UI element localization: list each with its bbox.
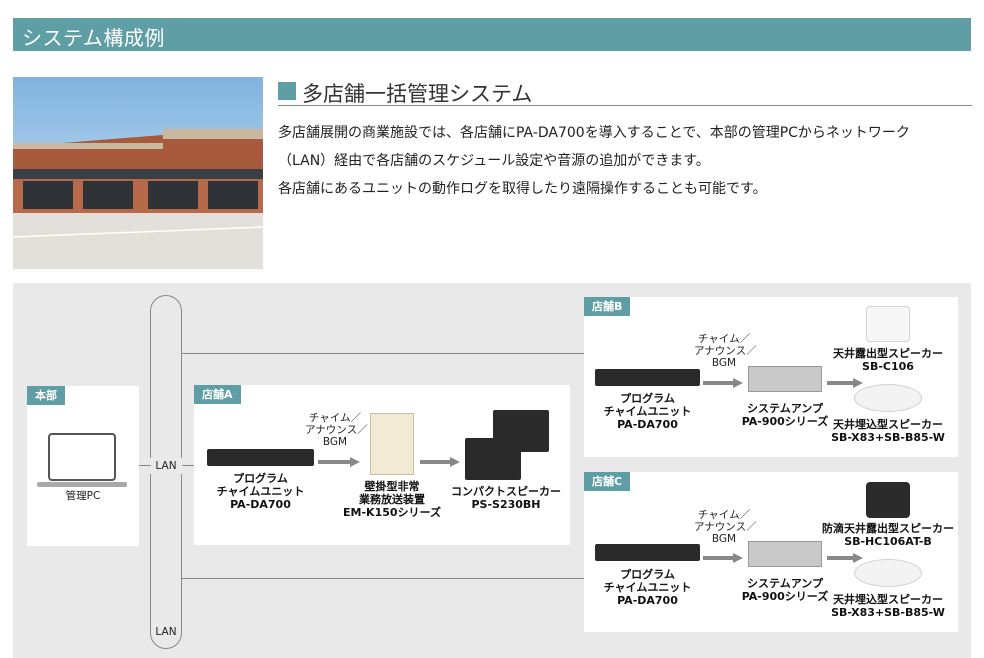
store-c-speaker1-line-2: SB-HC106AT-B xyxy=(844,535,932,548)
section-header-bar xyxy=(13,18,971,51)
speaker-icon xyxy=(465,438,521,480)
store-b-speaker1-line-1: 天井露出型スピーカー xyxy=(833,347,943,360)
store-a-signal-line-3: BGM xyxy=(322,436,348,448)
chime-unit-icon xyxy=(595,544,700,561)
intro-line-3: 各店舗にあるユニットの動作ログを取得したり遠隔操作することも可能です。 xyxy=(278,181,767,197)
chime-unit-icon xyxy=(207,449,314,466)
intro-line-1: 多店舗展開の商業施設では、各店舗にPA-DA700を導入することで、本部の管理P… xyxy=(278,125,910,141)
store-a-signal-line-2: アナウンス／ xyxy=(305,424,368,436)
store-b-signal-line-2: アナウンス／ xyxy=(694,345,757,357)
store-c-speaker1-line-1: 防滴天井露出型スピーカー xyxy=(822,522,954,535)
store-c-signal-line-1: チャイム／ xyxy=(697,509,751,521)
store-a-tag: 店舗A xyxy=(194,385,241,404)
hq-lan-link xyxy=(139,465,151,466)
store-b-speaker2-line-1: 天井埋込型スピーカー xyxy=(833,418,943,431)
store-a-signal-line-1: チャイム／ xyxy=(308,412,362,424)
store-c-speaker2-line-1: 天井埋込型スピーカー xyxy=(833,593,943,606)
amplifier-icon xyxy=(748,366,822,392)
arrow-right-icon xyxy=(703,373,743,388)
store-b-unit-line-2: チャイムユニット xyxy=(603,405,692,418)
store-c-signal-line-3: BGM xyxy=(711,533,737,545)
store-b-lan-link xyxy=(182,353,584,354)
subtitle-rule xyxy=(278,105,972,106)
store-a-lan-link xyxy=(182,465,194,466)
store-a-unit-line-1: プログラム xyxy=(233,472,288,485)
arrow-right-icon xyxy=(420,452,460,467)
arrow-right-icon xyxy=(827,373,863,388)
store-c-unit-line-2: チャイムユニット xyxy=(603,581,692,594)
lan-label-bottom: LAN xyxy=(155,626,177,638)
subtitle-marker xyxy=(278,82,296,100)
lan-label: LAN xyxy=(155,460,177,472)
section-title: システム構成例 xyxy=(22,26,165,50)
store-a-unit-line-3: PA-DA700 xyxy=(230,498,291,511)
store-a-speaker-line-2: PS-S230BH xyxy=(471,498,541,511)
store-b-speaker2-line-2: SB-X83+SB-B85-W xyxy=(831,431,945,444)
store-b-unit-line-3: PA-DA700 xyxy=(617,418,678,431)
recessed-speaker-icon xyxy=(854,559,922,587)
chime-unit-icon xyxy=(595,369,700,386)
store-a-broadcast-line-1: 壁掛型非常 xyxy=(364,480,420,493)
store-c-unit-line-3: PA-DA700 xyxy=(617,594,678,607)
hq-tag: 本部 xyxy=(27,386,65,405)
store-a-broadcast-line-2: 業務放送装置 xyxy=(359,493,425,506)
store-c-signal-line-2: アナウンス／ xyxy=(694,521,757,533)
arrow-right-icon xyxy=(827,548,863,563)
store-photo xyxy=(13,77,263,269)
store-a-broadcast-line-3: EM-K150シリーズ xyxy=(343,506,441,519)
store-c-amp-line-1: システムアンプ xyxy=(747,577,823,590)
store-b-signal-line-1: チャイム／ xyxy=(697,333,751,345)
arrow-right-icon xyxy=(703,548,743,563)
store-c-lan-link xyxy=(182,578,584,579)
ceiling-speaker-icon xyxy=(866,306,910,342)
store-c-speaker2-line-2: SB-X83+SB-B85-W xyxy=(831,606,945,619)
store-a-speaker-line-1: コンパクトスピーカー xyxy=(451,485,561,498)
store-b-tag: 店舗B xyxy=(584,297,631,316)
store-b-speaker1-line-2: SB-C106 xyxy=(862,360,914,373)
store-c-tag: 店舗C xyxy=(584,472,631,491)
store-b-signal-line-3: BGM xyxy=(711,357,737,369)
hq-device-label: 管理PC xyxy=(65,490,101,502)
store-b-unit-line-1: プログラム xyxy=(620,392,675,405)
amplifier-icon xyxy=(748,541,822,567)
store-c-unit-line-1: プログラム xyxy=(620,568,675,581)
recessed-speaker-icon xyxy=(854,384,922,412)
arrow-right-icon xyxy=(318,452,360,467)
store-c-amp-line-2: PA-900シリーズ xyxy=(741,590,829,603)
store-a-unit-line-2: チャイムユニット xyxy=(216,485,305,498)
intro-line-2: （LAN）経由で各店舗のスケジュール設定や音源の追加ができます。 xyxy=(278,153,710,169)
store-b-amp-line-2: PA-900シリーズ xyxy=(741,415,829,428)
store-b-amp-line-1: システムアンプ xyxy=(747,402,823,415)
broadcast-unit-icon xyxy=(370,413,414,475)
subtitle: 多店舗一括管理システム xyxy=(302,82,533,106)
ceiling-speaker-icon xyxy=(866,482,910,518)
laptop-icon xyxy=(37,432,127,490)
